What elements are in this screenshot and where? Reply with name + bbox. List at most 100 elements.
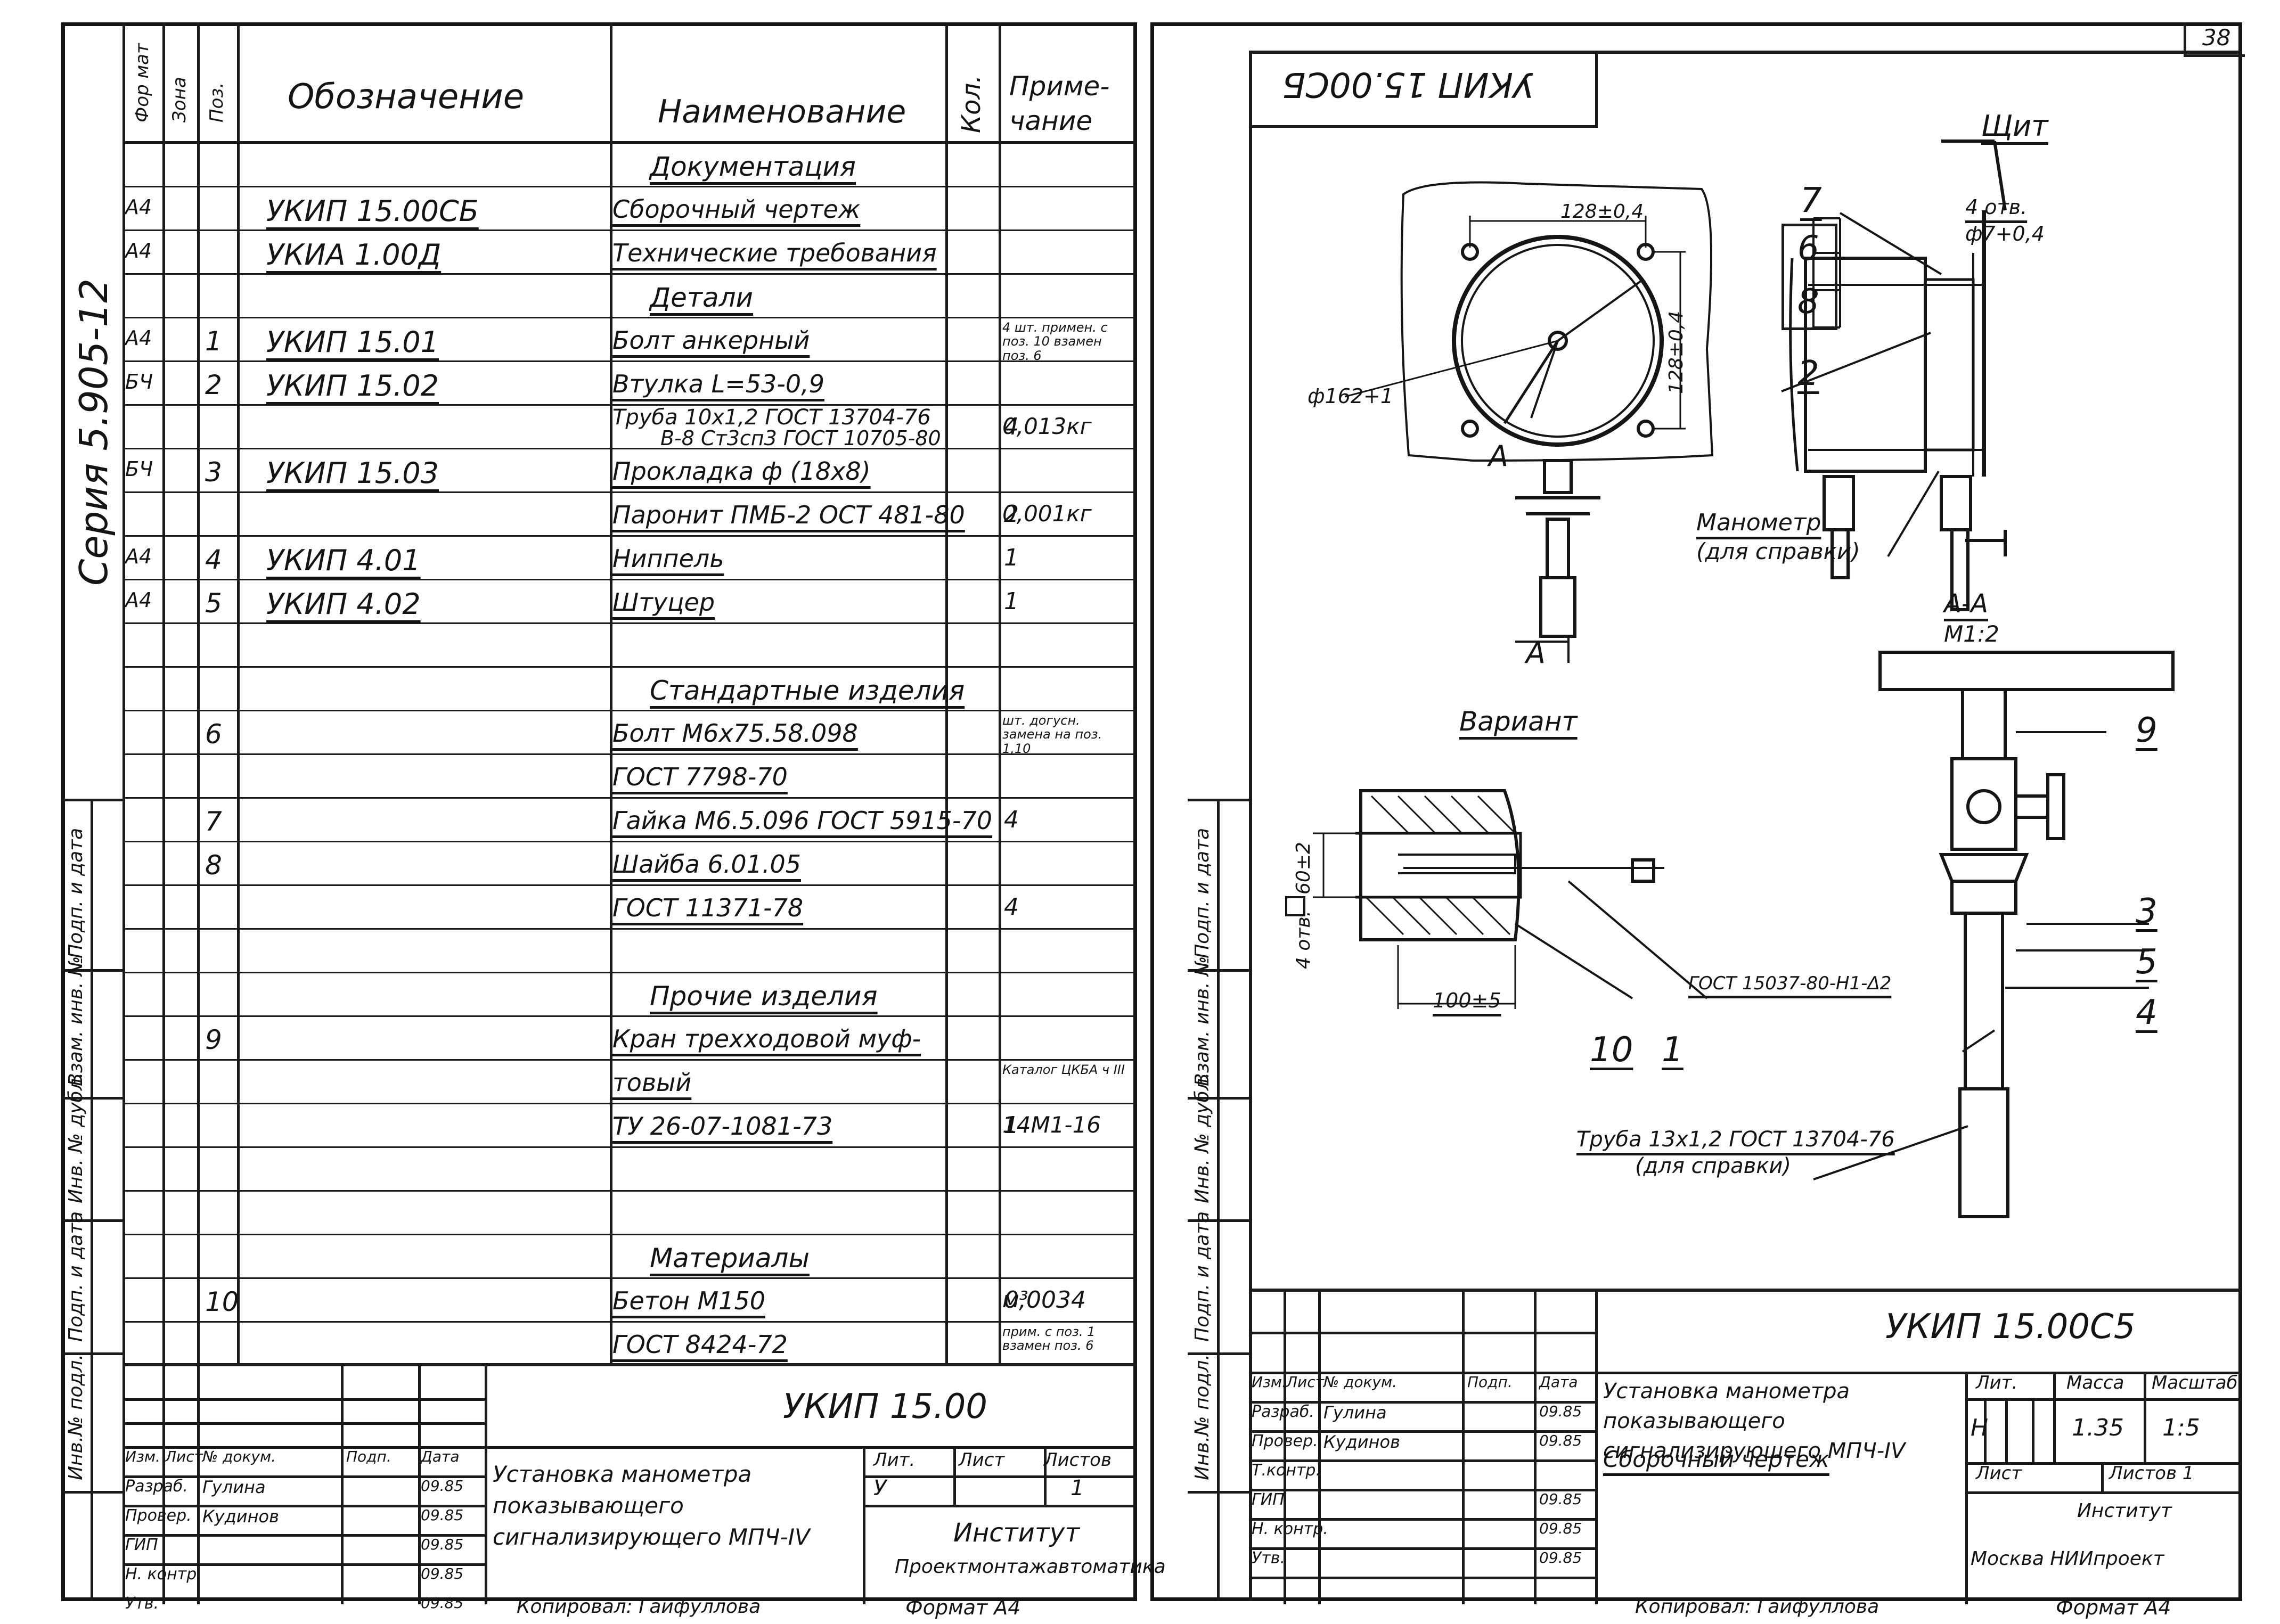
spec-row-line (122, 1234, 1137, 1235)
tb-header: № докум. (202, 1448, 276, 1465)
series-label: Серия 5.905-12 (71, 278, 116, 586)
spec-designation: УКИП 15.00СБ (266, 194, 479, 228)
spec-note: 0,013кг (1002, 413, 1092, 439)
spec-note: 14М1-16 (1002, 1112, 1101, 1138)
spec-format: А4 (125, 326, 152, 350)
r-side-label-0: Инв.№ подл. (1191, 1354, 1213, 1480)
spec-designation: УКИП 15.03 (266, 456, 439, 490)
variant-label: Вариант (1459, 706, 1578, 737)
spec-name: товый (612, 1068, 692, 1097)
tb-date: 09.85 (421, 1565, 464, 1582)
spec-row-line (122, 1059, 1137, 1061)
right-tb-copied: Копировал: Гайфуллова (1635, 1596, 1879, 1618)
spec-note: шт. догусн. замена на поз. 1,10 (1002, 713, 1102, 756)
left-tb-sheets-value: 1 (1070, 1476, 1084, 1500)
tb-date: 09.85 (421, 1594, 464, 1612)
col-pos: Поз. (206, 82, 227, 122)
spec-format: А4 (125, 588, 152, 612)
spec-row-line (122, 579, 1137, 580)
tb-date: 09.85 (1539, 1520, 1582, 1537)
spec-name: Болт анкерный (612, 326, 810, 355)
tb-header: Подп. (346, 1448, 391, 1465)
callout-5: 5 (2136, 942, 2158, 982)
spec-name: Прочие изделия (650, 981, 878, 1012)
weld-label: ГОСТ 15037-80-Н1-Δ2 (1688, 973, 1892, 994)
spec-note: прим. с поз. 1 взамен поз. 6 (1002, 1324, 1096, 1354)
spec-qty: 1 (1004, 1112, 1019, 1139)
dim-vert: 128±0,4 (1665, 310, 1687, 394)
spec-format: БЧ (125, 457, 153, 481)
col-designation: Обозначение (288, 77, 525, 117)
tube-note: (для справки) (1635, 1154, 1791, 1178)
spec-format: А4 (125, 545, 152, 568)
spec-name: Бетон М150 (612, 1286, 765, 1315)
callout-A-bottom: А (1526, 636, 1546, 670)
tb-date: 09.85 (421, 1536, 464, 1553)
left-title-block (122, 1363, 1137, 1604)
spec-name: ТУ 26-07-1081-73 (612, 1112, 833, 1141)
spec-format: А4 (125, 195, 152, 219)
spec-pos: 2 (205, 370, 222, 400)
spec-row-line (122, 229, 1137, 231)
spec-name: Штуцер (612, 588, 715, 617)
manometer-label: Манометр (1696, 509, 1821, 536)
callout-6: 6 (1797, 229, 1819, 268)
spec-pos: 4 (205, 544, 222, 575)
left-tb-org: Институт (953, 1518, 1080, 1548)
spec-name: Кран трехходовой муф- (612, 1024, 921, 1053)
left-tb-title: Установка манометра показывающего сигнал… (493, 1461, 810, 1550)
tb-date: 09.85 (1539, 1490, 1582, 1508)
side-label-0: Инв.№ подл. (65, 1354, 87, 1480)
spec-name: ГОСТ 8424-72 (612, 1330, 788, 1359)
col-zone: Зона (169, 77, 190, 122)
tb-header: Изм. (125, 1448, 160, 1465)
tb-person: Гулина (202, 1477, 266, 1497)
spec-row-line (122, 972, 1137, 973)
spec-row-line (122, 797, 1137, 799)
spec-qty: 4 (1004, 413, 1019, 440)
left-tb-lit-value: У (873, 1476, 887, 1500)
spec-row-line (122, 404, 1137, 406)
tb-date: 09.85 (1539, 1432, 1582, 1449)
spec-name: Паронит ПМБ-2 ОСТ 481-80 (612, 501, 965, 529)
side-label-3: Инв. № дубл. (65, 1072, 87, 1203)
tb-role: ГИП (125, 1536, 158, 1554)
spec-designation: УКИП 15.02 (266, 369, 439, 403)
left-sheet (61, 22, 1137, 1601)
spec-row-line (122, 710, 1137, 711)
tb-role: Т.контр. (1252, 1461, 1321, 1480)
spec-pos: 9 (205, 1024, 222, 1055)
spec-note: 0,001кг (1002, 501, 1092, 527)
spec-row-line (122, 360, 1137, 362)
spec-row-line (122, 1321, 1137, 1323)
spec-designation: УКИП 4.01 (266, 544, 421, 577)
r-side-label-3: Инв. № дубл. (1191, 1072, 1213, 1203)
spec-row-line (122, 1277, 1137, 1279)
side-label-1: Подп. и дата (65, 827, 87, 958)
spec-note: 4 шт. примен. с поз. 10 взамен поз. 6 (1002, 320, 1108, 363)
callout-shield: Щит (1981, 109, 2048, 143)
spec-row-line (122, 928, 1137, 930)
spec-table (122, 22, 1137, 1364)
spec-row-line (122, 1103, 1137, 1104)
spec-note: м³ (1002, 1286, 1028, 1313)
side-label-4: Подп. и дата (65, 1211, 87, 1342)
right-side-stamp (1188, 799, 1249, 1601)
spec-pos: 5 (205, 588, 222, 619)
spec-name: Технические требования (612, 239, 937, 267)
left-tb-copied: Копировал: Гайфуллова (517, 1596, 761, 1618)
spec-row-line (122, 186, 1137, 187)
callout-1: 1 (1662, 1030, 1684, 1070)
spec-name: Прокладка ф (18х8) (612, 457, 871, 486)
dim-100: 100±5 (1433, 989, 1501, 1012)
tb-header: Лист (1286, 1373, 1324, 1391)
tb-role: Н. контр. (125, 1565, 202, 1584)
spec-row-line (122, 841, 1137, 842)
dia-label: ф162+1 (1307, 384, 1394, 408)
left-tb-sheets-label: Листов (1044, 1449, 1112, 1471)
callout-box (1781, 224, 1837, 330)
spec-pos: 1 (205, 326, 222, 357)
left-tb-org2: Проектмонтажавтоматика (895, 1556, 1166, 1578)
right-tb-scale-label: Масштаб (2152, 1372, 2238, 1393)
tb-header: Подп. (1467, 1373, 1513, 1391)
